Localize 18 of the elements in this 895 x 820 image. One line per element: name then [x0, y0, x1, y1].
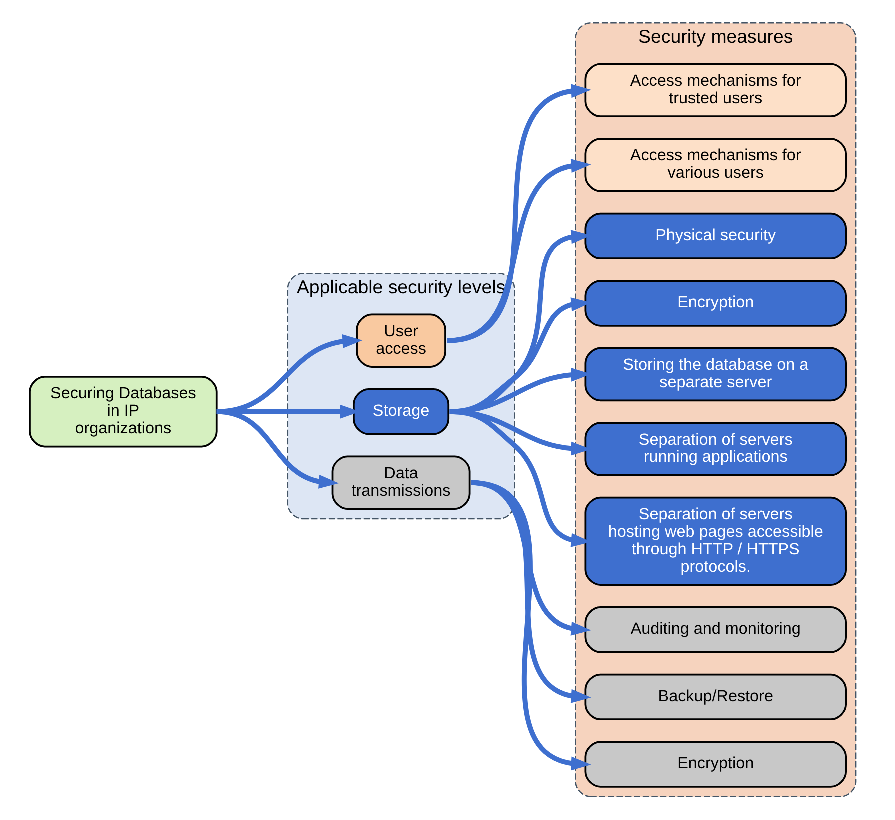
arrow [216, 409, 339, 489]
node-box: Storage [352, 388, 450, 436]
node-box: Separation of servers hosting web pages accessible through HTTP / HTTPS protocols. [584, 496, 847, 586]
node-box: User access [356, 314, 446, 368]
node-box: Physical security [584, 212, 847, 260]
node-box: Access mechanisms for trusted users [584, 63, 847, 118]
node-box: Encryption [584, 741, 847, 788]
arrow [446, 159, 591, 344]
node-box: Encryption [584, 280, 847, 327]
node-box: Separation of servers running applications [584, 422, 847, 476]
node-box: Storing the database on a separate server [584, 347, 847, 402]
node-box: Auditing and monitoring [584, 606, 847, 654]
node-box: Data transmissions [331, 456, 470, 510]
arrow [470, 480, 591, 771]
node-box: Securing Databases in IP organizations [28, 376, 218, 448]
node-box: Backup/Restore [584, 674, 847, 721]
arrow [446, 84, 591, 344]
node-box: Access mechanisms for various users [584, 138, 847, 192]
